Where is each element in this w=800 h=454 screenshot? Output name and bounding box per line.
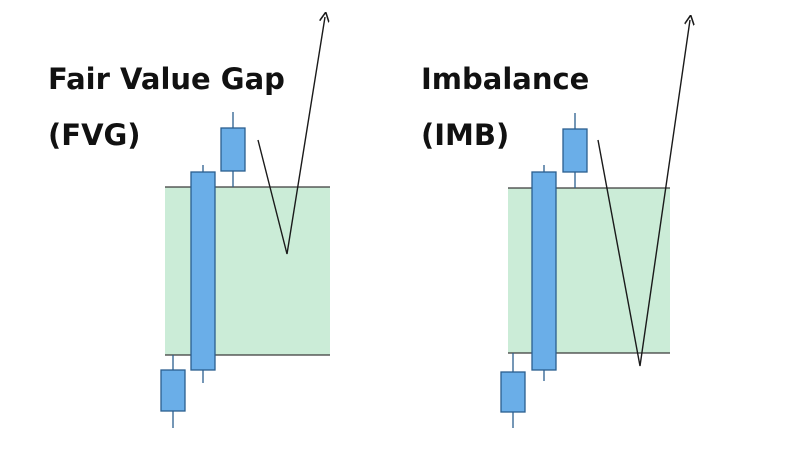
fvg-gap-zone <box>165 187 330 355</box>
fvg-candle-2 <box>190 165 216 383</box>
imb-title-line2: (IMB) <box>421 118 510 152</box>
fvg-candle-1 <box>160 355 186 428</box>
imb-panel <box>500 20 690 428</box>
imb-candle-3 <box>562 113 588 188</box>
imb-title-line1: Imbalance <box>421 62 590 96</box>
imb-candle-1 <box>500 353 526 428</box>
imb-price-path-arrow <box>597 20 690 367</box>
fvg-panel <box>160 17 330 428</box>
fvg-price-path-arrow <box>257 17 325 255</box>
fvg-title-line2: (FVG) <box>48 118 141 152</box>
fvg-candle-3 <box>220 112 246 187</box>
fvg-title-line1: Fair Value Gap <box>48 62 285 96</box>
imb-candle-2 <box>531 165 557 381</box>
